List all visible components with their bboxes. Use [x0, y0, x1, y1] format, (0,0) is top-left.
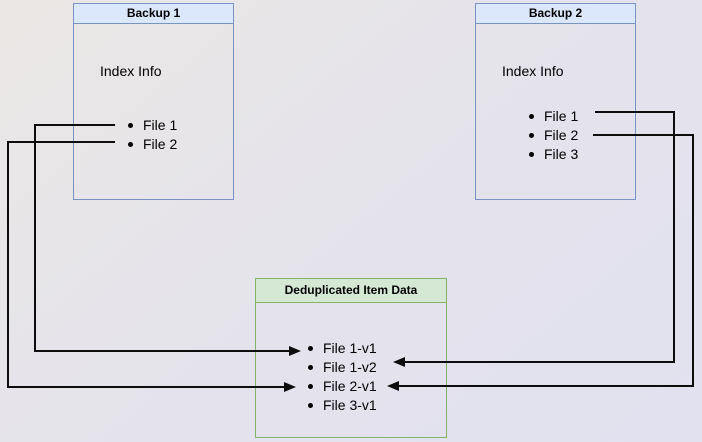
- bullet-icon: [308, 346, 313, 351]
- backup1-index-info-label: Index Info: [100, 63, 162, 79]
- backup1-file-list: File 1 File 2: [128, 116, 178, 154]
- file-label: File 1-v1: [323, 340, 377, 356]
- bullet-icon: [529, 133, 534, 138]
- bullet-icon: [308, 365, 313, 370]
- file-label: File 3-v1: [323, 397, 377, 413]
- list-item: File 2: [529, 126, 579, 145]
- file-label: File 1: [143, 117, 178, 133]
- file-label: File 2: [544, 127, 579, 143]
- bullet-icon: [529, 114, 534, 119]
- dedup-box: Deduplicated Item Data File 1-v1 File 1-…: [255, 278, 447, 438]
- list-item: File 1-v1: [308, 339, 377, 358]
- bullet-icon: [308, 403, 313, 408]
- backup2-box: Backup 2 Index Info File 1 File 2 File 3: [475, 3, 636, 200]
- list-item: File 3: [529, 145, 579, 164]
- backup2-index-info-label: Index Info: [502, 63, 564, 79]
- file-label: File 2: [143, 136, 178, 152]
- file-label: File 3: [544, 146, 579, 162]
- bullet-icon: [128, 142, 133, 147]
- list-item: File 1: [128, 116, 178, 135]
- backup1-box: Backup 1 Index Info File 1 File 2: [73, 3, 234, 200]
- dedup-title: Deduplicated Item Data: [256, 279, 446, 303]
- list-item: File 2: [128, 135, 178, 154]
- list-item: File 1-v2: [308, 358, 377, 377]
- file-label: File 1: [544, 108, 579, 124]
- backup2-title: Backup 2: [476, 4, 635, 24]
- bullet-icon: [529, 152, 534, 157]
- file-label: File 1-v2: [323, 359, 377, 375]
- file-label: File 2-v1: [323, 378, 377, 394]
- list-item: File 1: [529, 107, 579, 126]
- dedup-item-list: File 1-v1 File 1-v2 File 2-v1 File 3-v1: [308, 339, 377, 415]
- bullet-icon: [308, 384, 313, 389]
- backup1-title: Backup 1: [74, 4, 233, 24]
- list-item: File 3-v1: [308, 396, 377, 415]
- bullet-icon: [128, 123, 133, 128]
- backup2-file-list: File 1 File 2 File 3: [529, 107, 579, 164]
- list-item: File 2-v1: [308, 377, 377, 396]
